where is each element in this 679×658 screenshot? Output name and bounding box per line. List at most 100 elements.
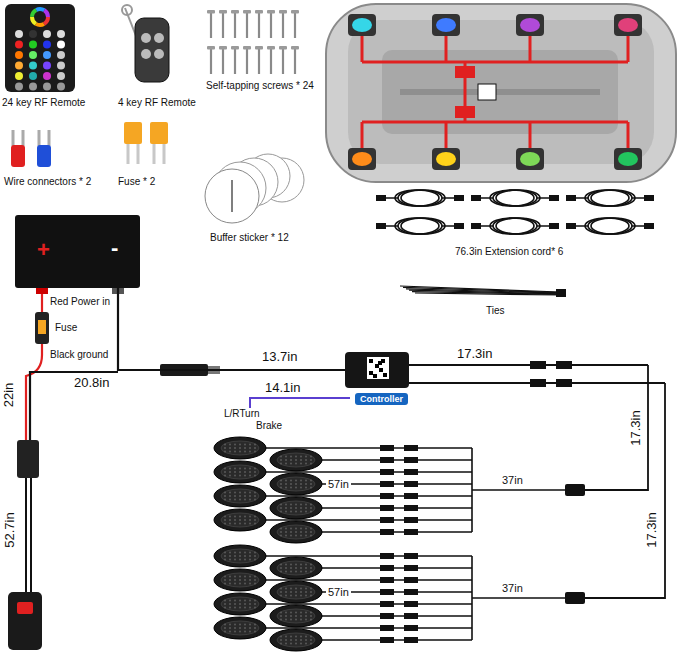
battery: +-: [15, 215, 140, 288]
rock-light-group-part: [295, 463, 297, 465]
rock-light-group-part: [234, 624, 236, 626]
car-illustration-part: [455, 106, 475, 118]
rock-light-group-part: [300, 588, 302, 590]
rock-light-group-part: [300, 528, 302, 530]
rock-light-group-part: [305, 564, 307, 566]
extension-cords-part: [454, 195, 464, 201]
part-label: 24 key RF Remote: [2, 97, 85, 109]
rock-light-group-part: [234, 559, 236, 561]
remote-24-key-part: [15, 62, 23, 70]
rock-light-group-part: [258, 579, 472, 581]
remote-24-key-part: [32, 9, 48, 25]
rock-light-group-part: [380, 565, 394, 571]
rock-light-group-part: [305, 504, 307, 506]
rock-light-group-part: [270, 557, 322, 579]
rock-light-group-part: [270, 521, 322, 543]
rock-light-group-part: [249, 583, 251, 585]
rock-light-group-part: [224, 516, 226, 518]
screws-part: [294, 13, 296, 38]
power-harness-part: [26, 478, 31, 592]
rock-light-group-part: [300, 463, 302, 465]
screws-part: [234, 13, 236, 38]
controller-outputs-part: [530, 379, 546, 387]
rock-light-group-part: [295, 528, 297, 530]
rock-light-group-part: [234, 492, 236, 494]
rock-light-group-part: [214, 545, 266, 567]
rock-light-group-part: [249, 579, 251, 581]
dimension-label: 57in: [326, 586, 351, 599]
rock-light-group-part: [300, 487, 302, 489]
rock-light-group-part: [310, 463, 312, 465]
power-harness-part: [38, 320, 46, 334]
rock-light-group-part: [404, 553, 418, 559]
rock-light-group-part: [290, 591, 292, 593]
remote-24-key-part: [43, 41, 51, 49]
remote-4-key-part: [141, 49, 151, 59]
extension-cords-part: [549, 223, 559, 229]
remote-24-key-part: [29, 62, 37, 70]
rock-light-group-part: [258, 471, 472, 473]
rock-light-group-part: [221, 513, 259, 527]
wire-connectors-part: [11, 145, 25, 167]
car-illustration-part: [516, 14, 544, 36]
rock-light-group-part: [380, 553, 394, 559]
rock-light-group-part: [229, 555, 231, 557]
rock-light-group-part: [234, 631, 236, 633]
rock-light-group-part: [305, 535, 307, 537]
rock-light-group-part: [285, 619, 287, 621]
rock-light-group-part: [305, 531, 307, 533]
rock-light-group-part: [254, 475, 256, 477]
rock-light-group-part: [380, 577, 394, 583]
rock-light-group-part: [310, 507, 312, 509]
extension-cords-part: [493, 218, 537, 234]
extension-cords-part: [566, 223, 576, 229]
rock-light-group-part: [224, 475, 226, 477]
rock-light-group-part: [234, 579, 236, 581]
rock-light-group-part: [310, 571, 312, 573]
rock-light-group-part: [295, 504, 297, 506]
rock-light-group-part: [270, 605, 322, 627]
rock-light-group-part: [249, 576, 251, 578]
controller-outputs-part: [556, 361, 572, 369]
rock-light-group-part: [305, 459, 307, 461]
remote-24-key-part: [15, 41, 23, 49]
rock-light-group-part: [280, 639, 282, 641]
rock-light-group-part: [295, 595, 297, 597]
rock-light-group-part: [224, 627, 226, 629]
rock-light-group-part: [300, 567, 302, 569]
rock-light-group-part: [404, 517, 418, 523]
remote-24-key-part: [32, 9, 48, 25]
rock-light-group-part: [300, 571, 302, 573]
signal-wire-part: [250, 398, 350, 408]
rock-light-group-part: [239, 555, 241, 557]
rock-light-group-part: [280, 459, 282, 461]
screws-part: [282, 13, 284, 38]
dimension-label: 22in: [2, 383, 17, 408]
rock-light-group-part: [380, 529, 394, 535]
rock-light-group-part: [239, 519, 241, 521]
controller-body: [345, 352, 409, 388]
rock-light-group-part: [277, 609, 315, 623]
rock-light-group-part: [229, 627, 231, 629]
power-harness-part: [17, 602, 33, 614]
rock-light-group-part: [244, 559, 246, 561]
rock-light-group-part: [285, 595, 287, 597]
rock-light-group-part: [244, 583, 246, 585]
rock-light-group-part: [300, 531, 302, 533]
extension-cords-part: [493, 190, 537, 206]
controller-body-part: [383, 373, 387, 377]
rock-light-group-part: [254, 559, 256, 561]
rock-light-group-part: [285, 571, 287, 573]
rock-light-group-part: [404, 529, 418, 535]
car-illustration-part: [614, 148, 642, 170]
rock-light-group-part: [249, 495, 251, 497]
extension-cords-part: [454, 223, 464, 229]
extension-cords-part: [401, 190, 445, 206]
rock-light-group-part: [310, 564, 312, 566]
remote-24-key-part: [29, 51, 37, 59]
remote-24-key-part: [43, 30, 51, 38]
rock-light-group-part: [380, 505, 394, 511]
power-harness-part: [8, 592, 42, 650]
remote-24-key-part: [57, 62, 65, 70]
